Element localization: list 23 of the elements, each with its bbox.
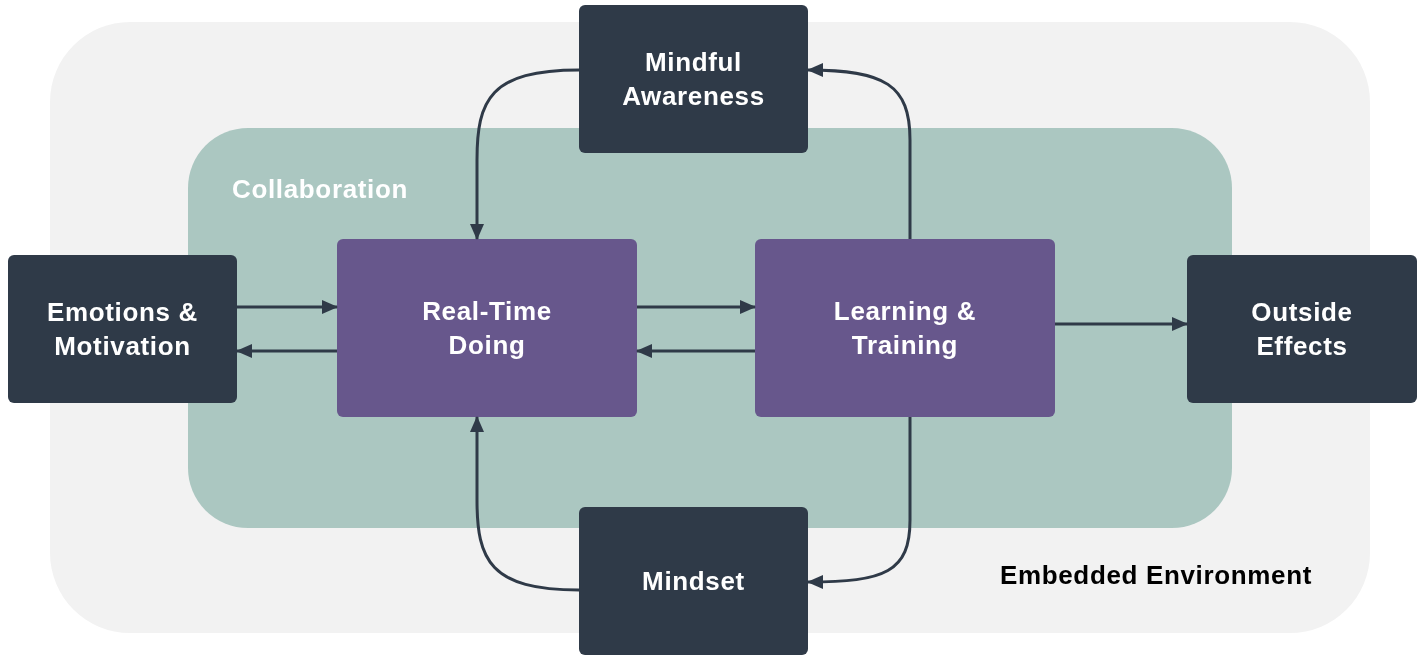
process-box — [755, 239, 1055, 417]
arrow — [470, 416, 580, 592]
arrow — [807, 417, 912, 589]
concept-box — [579, 507, 808, 655]
node-label: Emotions & Motivation — [46, 296, 199, 363]
arrow — [470, 68, 580, 240]
process-box — [337, 239, 637, 417]
node-label: Real-Time Doing — [421, 295, 553, 362]
arrow — [807, 63, 912, 239]
node-label: Outside Effects — [1250, 296, 1354, 363]
concept-box — [579, 5, 808, 153]
arrow — [1055, 317, 1188, 331]
node-label: Learning & Training — [832, 295, 978, 362]
node-label: Collaboration — [232, 173, 408, 206]
arrow — [636, 344, 755, 358]
node-label: Embedded Environment — [999, 559, 1312, 592]
node-label: Mindful Awareness — [621, 46, 766, 113]
arrow — [637, 300, 756, 314]
arrow — [237, 300, 338, 314]
arrow — [236, 344, 337, 358]
concept-box — [1187, 255, 1417, 403]
node-label: Mindset — [642, 565, 745, 598]
concept-box — [8, 255, 237, 403]
